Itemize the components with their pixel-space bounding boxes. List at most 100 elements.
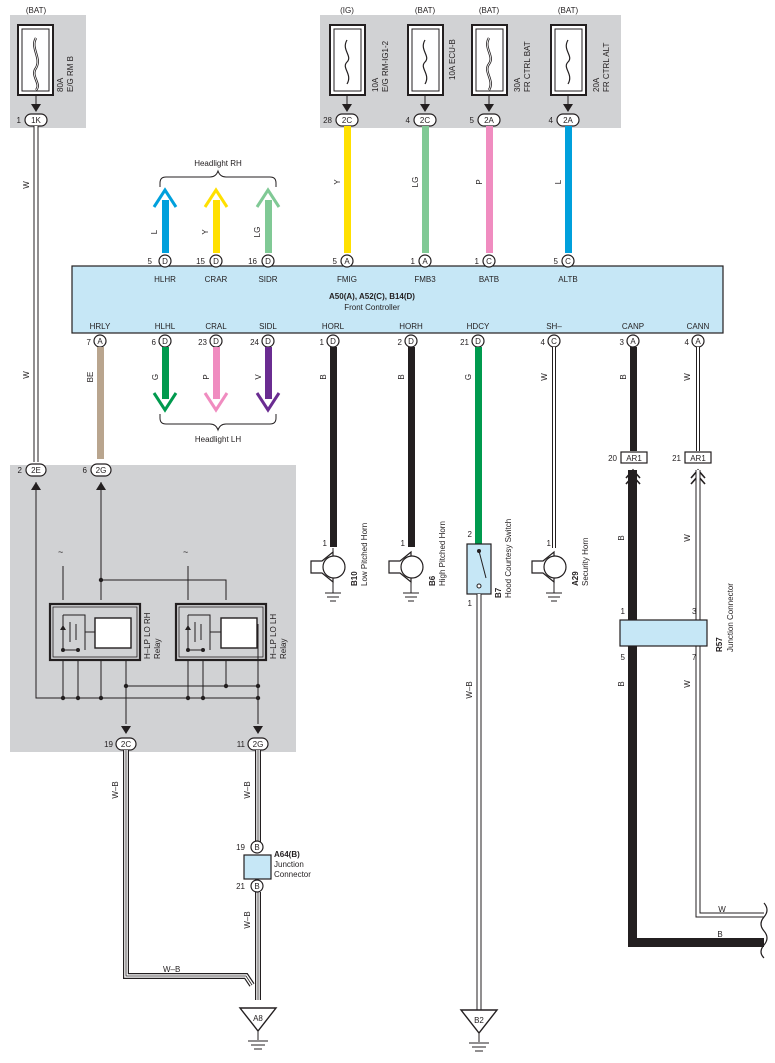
wire-canp: B <box>619 347 637 451</box>
svg-text:2: 2 <box>398 338 403 347</box>
off-page-break <box>760 902 768 959</box>
top-pin-sidr: 16 D SIDR <box>248 254 278 284</box>
svg-text:3: 3 <box>692 607 697 616</box>
svg-text:W–B: W–B <box>465 681 474 698</box>
fuse-pin-1k: 1 1K <box>17 113 48 127</box>
svg-text:7: 7 <box>87 338 92 347</box>
svg-text:D: D <box>162 337 168 346</box>
a64-junction-connector: 19 B 21 B A64(B) Junction Connector <box>236 840 311 893</box>
svg-text:15: 15 <box>196 257 205 266</box>
wire-sidl: V <box>254 347 281 413</box>
svg-text:19: 19 <box>104 740 113 749</box>
svg-text:FR CTRL BAT: FR CTRL BAT <box>523 41 532 92</box>
svg-text:D: D <box>213 337 219 346</box>
svg-text:B: B <box>319 374 328 379</box>
svg-text:W: W <box>683 680 692 688</box>
svg-text:AR1: AR1 <box>626 454 642 463</box>
svg-text:CRAL: CRAL <box>205 322 227 331</box>
top-pin-batb: 1 C BATB <box>475 254 499 284</box>
svg-text:1: 1 <box>320 338 325 347</box>
wire-w-80a: W W <box>22 126 39 462</box>
svg-text:4: 4 <box>685 338 690 347</box>
svg-text:Relay: Relay <box>279 639 288 659</box>
horn-b6: 1 B6 High Pitched Horn <box>388 521 447 602</box>
svg-text:D: D <box>265 337 271 346</box>
svg-text:C: C <box>565 257 571 266</box>
svg-text:B6: B6 <box>428 575 437 586</box>
wire-crar: Y <box>201 187 229 253</box>
svg-text:A: A <box>344 257 350 266</box>
svg-text:H–LP LO LH: H–LP LO LH <box>269 614 278 659</box>
svg-text:6: 6 <box>83 466 88 475</box>
svg-text:16: 16 <box>248 257 257 266</box>
top-pin-fmb3: 1 A FMB3 <box>411 254 436 284</box>
fuse-pin-28-2c: 28 2C <box>323 113 359 127</box>
svg-text:D: D <box>213 257 219 266</box>
svg-text:W–B: W–B <box>243 781 252 798</box>
svg-text:A: A <box>630 337 636 346</box>
bottom-pin-labels: HRLY HLHL CRAL SIDL HORL HORH HDCY SH– C… <box>90 322 710 331</box>
svg-text:1: 1 <box>547 539 552 548</box>
svg-text:7: 7 <box>692 653 697 662</box>
svg-text:21: 21 <box>672 454 681 463</box>
svg-text:G: G <box>151 374 160 380</box>
svg-text:HDCY: HDCY <box>467 322 490 331</box>
ar1-connector-21: 21 AR1 <box>672 451 712 485</box>
svg-text:23: 23 <box>198 338 207 347</box>
ar1-connector-20: 20 AR1 <box>608 451 648 485</box>
svg-text:C: C <box>551 337 557 346</box>
svg-text:B: B <box>254 882 259 891</box>
svg-text:A64(B): A64(B) <box>274 850 300 859</box>
svg-text:LG: LG <box>253 227 262 238</box>
wire-fmb3: LG <box>411 126 429 253</box>
wire-hrly: BE <box>86 347 104 459</box>
svg-text:W: W <box>22 181 31 189</box>
svg-text:2G: 2G <box>253 740 264 749</box>
svg-text:B: B <box>254 843 259 852</box>
top-pin-altb: 5 C ALTB <box>554 254 578 284</box>
svg-text:A: A <box>422 257 428 266</box>
top-pin-fmig: 5 A FMIG <box>333 254 357 284</box>
svg-text:FR CTRL ALT: FR CTRL ALT <box>602 43 611 92</box>
svg-text:E/G RM-IG1-2: E/G RM-IG1-2 <box>381 40 390 92</box>
fuse-pin-5-2a: 5 2A <box>470 113 501 127</box>
svg-text:H–LP LO RH: H–LP LO RH <box>143 612 152 659</box>
svg-text:R57: R57 <box>715 637 724 652</box>
svg-text:2C: 2C <box>342 116 352 125</box>
svg-text:2A: 2A <box>563 116 573 125</box>
svg-text:W: W <box>22 371 31 379</box>
wire-cann-lower: W W W <box>683 470 764 918</box>
wire-altb: L <box>554 126 572 253</box>
svg-text:A8: A8 <box>253 1014 263 1023</box>
svg-text:ECU-B: ECU-B <box>448 39 457 64</box>
svg-text:11: 11 <box>237 740 246 749</box>
relay-block-pins: 2 2E 6 2G <box>18 463 112 490</box>
svg-text:Junction Connector: Junction Connector <box>726 583 735 652</box>
svg-text:10A: 10A <box>448 65 457 80</box>
svg-text:1: 1 <box>401 539 406 548</box>
svg-text:V: V <box>254 374 263 380</box>
svg-text:4: 4 <box>549 116 554 125</box>
relay-shade <box>10 465 296 752</box>
svg-text:2E: 2E <box>31 466 41 475</box>
headlight-rh-brace: Headlight RH <box>159 159 277 187</box>
svg-text:FMB3: FMB3 <box>414 275 436 284</box>
svg-text:5: 5 <box>148 257 153 266</box>
svg-text:5: 5 <box>621 653 626 662</box>
svg-text:2: 2 <box>468 530 473 539</box>
svg-text:D: D <box>408 337 414 346</box>
svg-text:Hood Courtesy Switch: Hood Courtesy Switch <box>504 519 513 598</box>
wire-hdcy: G <box>464 347 482 544</box>
svg-text:C: C <box>486 257 492 266</box>
svg-text:W: W <box>718 905 726 914</box>
svg-text:1: 1 <box>411 257 416 266</box>
wire-cann: W <box>683 347 700 451</box>
fuse-80a: (BAT) 80A E/G RM B <box>17 6 75 112</box>
svg-text:19: 19 <box>236 843 245 852</box>
svg-text:(IG): (IG) <box>340 6 354 15</box>
svg-text:HORL: HORL <box>322 322 345 331</box>
svg-text:21: 21 <box>236 882 245 891</box>
svg-text:Y: Y <box>201 229 210 235</box>
svg-text:Junction: Junction <box>274 860 304 869</box>
horn-b10: 1 B10 Low Pitched Horn <box>310 523 369 602</box>
